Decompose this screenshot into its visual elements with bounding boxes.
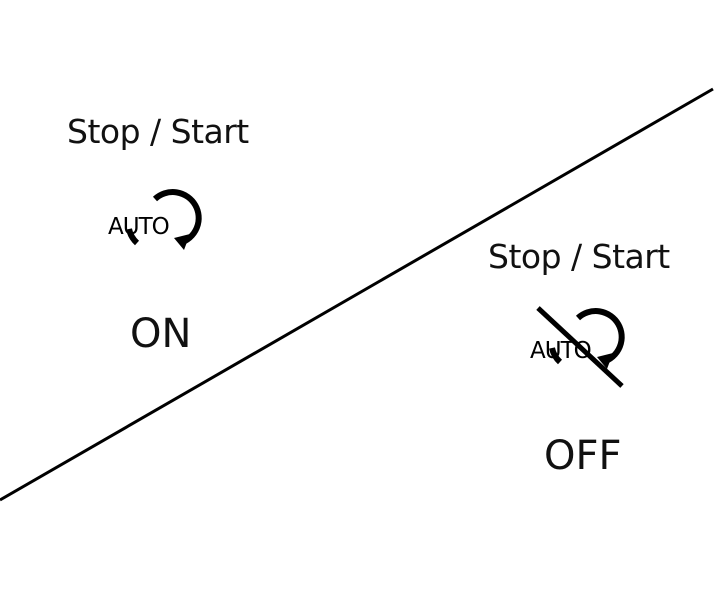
- disabled-slash-icon: [536, 306, 624, 388]
- auto-icon-label: AUTO: [108, 214, 169, 240]
- on-state-label: ON: [130, 311, 192, 357]
- off-caption: Stop / Start: [488, 237, 670, 276]
- auto-stop-start-icon: AUTO: [108, 188, 204, 260]
- on-caption: Stop / Start: [67, 112, 249, 151]
- auto-stop-start-off-icon: AUTO: [530, 306, 630, 390]
- off-state-label: OFF: [544, 433, 622, 479]
